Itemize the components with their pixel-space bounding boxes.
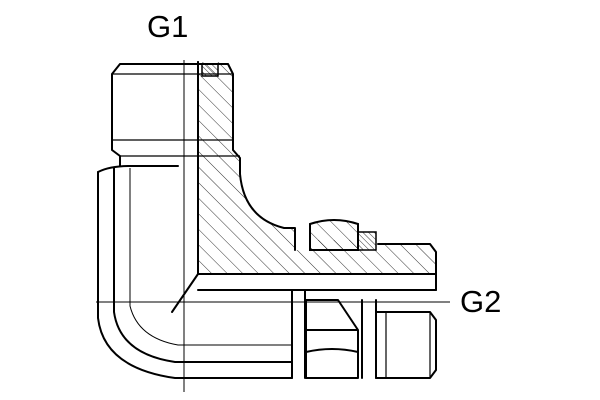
bore-channel [184, 60, 198, 290]
elbow-inner-outline-2 [129, 168, 292, 346]
top-o-ring [201, 63, 219, 77]
bottom-thread-outline [375, 311, 437, 379]
locknut-top [309, 219, 359, 251]
bonded-seal-top [357, 231, 377, 251]
port-label-g1: G1 [147, 9, 189, 44]
elbow-top-edge [97, 165, 179, 173]
elbow-inner-outline-1 [113, 167, 293, 363]
bottom-stud-outline [291, 289, 306, 379]
bore-diagonal [171, 273, 199, 313]
elbow-outer-outline [97, 171, 293, 379]
port-label-g2: G2 [460, 284, 502, 319]
hatched-section-body [188, 62, 436, 274]
locknut-bottom [305, 299, 359, 379]
bottom-washer [361, 299, 377, 379]
right-stud-outline [377, 243, 437, 291]
